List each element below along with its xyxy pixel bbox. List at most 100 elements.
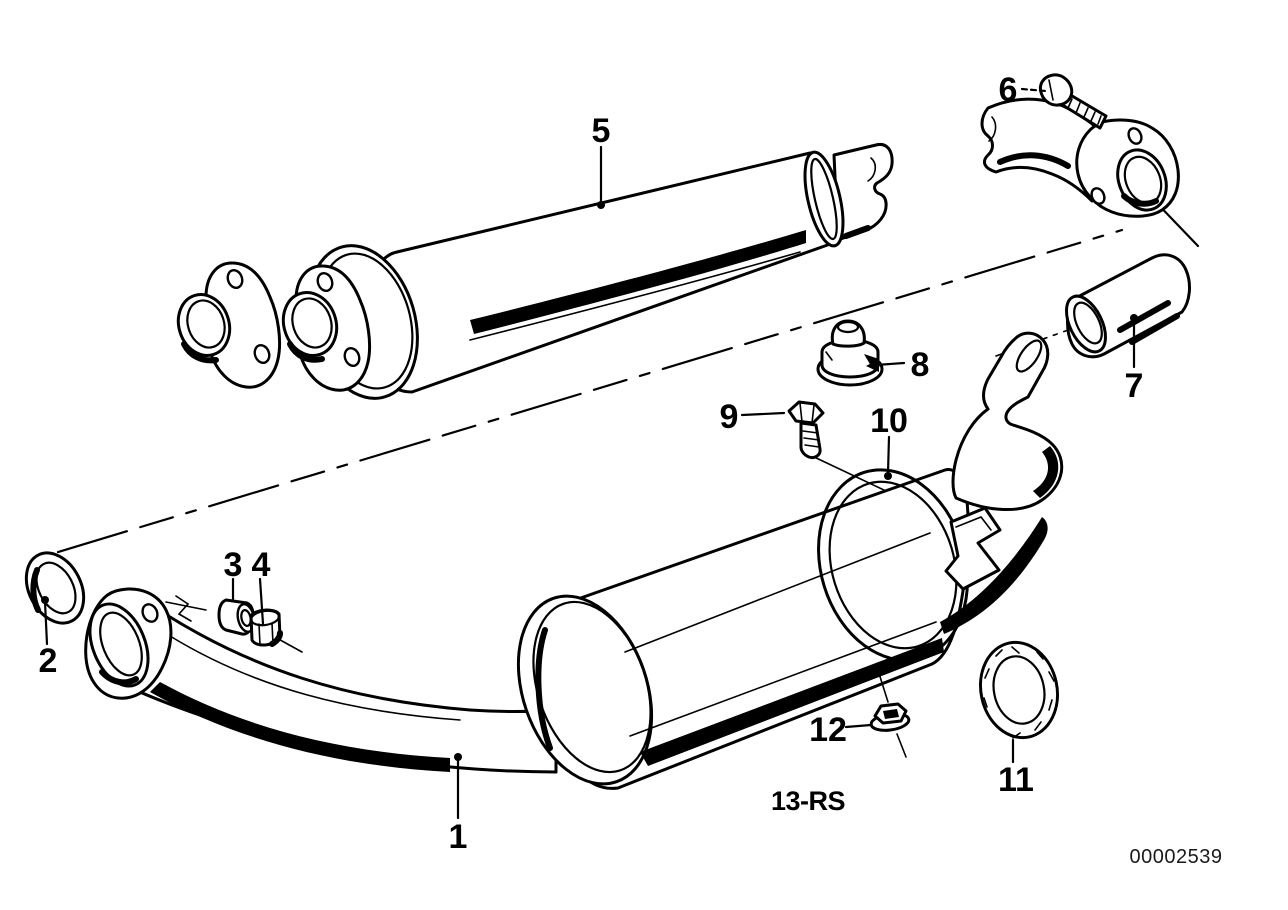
sleeve-inner-shading bbox=[1117, 300, 1180, 345]
leader-line bbox=[43, 600, 49, 646]
callout-label-7[interactable]: 7 bbox=[1125, 367, 1144, 405]
callout-label-8[interactable]: 8 bbox=[911, 346, 930, 384]
s-pipe-body bbox=[951, 331, 1064, 511]
sleeve-opening-inner bbox=[1073, 301, 1103, 345]
s-pipe-shading bbox=[1033, 446, 1059, 498]
front-pipe-shading bbox=[150, 682, 450, 772]
gasket-ring-11 bbox=[979, 640, 1059, 740]
flange-bolt-hole bbox=[316, 272, 334, 292]
gasket-ring-2-inner bbox=[35, 561, 77, 615]
rubber-mounting-8 bbox=[816, 319, 884, 387]
sleeve-opening-outer bbox=[1065, 294, 1107, 354]
mouth-shadow bbox=[181, 341, 219, 364]
inlet-pipe-mouth-inner bbox=[186, 299, 226, 349]
callout-11: 11 bbox=[998, 738, 1034, 799]
callout-label-1[interactable]: 1 bbox=[449, 818, 468, 856]
callout-2: 2 bbox=[39, 596, 58, 680]
leader-line bbox=[886, 435, 891, 475]
flange-bolt-hole bbox=[343, 347, 361, 367]
leader-line bbox=[258, 577, 265, 626]
bolt-head bbox=[1038, 73, 1074, 107]
variant-code-label: 13-RS bbox=[771, 786, 845, 816]
flange-bolt-hole bbox=[1127, 127, 1143, 145]
connecting-sleeve-7 bbox=[1065, 253, 1191, 359]
callout-label-6[interactable]: 6 bbox=[999, 71, 1018, 109]
silencer-collar-outer bbox=[803, 150, 845, 248]
ring-stipple bbox=[983, 646, 1055, 739]
inlet-pipe-mouth-outer bbox=[281, 291, 339, 357]
clamp-bracket-inner bbox=[955, 516, 992, 531]
tail-pipe-shading bbox=[997, 152, 1071, 169]
hex-nut-4 bbox=[249, 608, 283, 647]
silencer-outlet-stub bbox=[832, 142, 894, 242]
callout-6: 6 bbox=[999, 71, 1048, 109]
s-pipe bbox=[951, 331, 1064, 511]
leader-dot bbox=[597, 201, 605, 209]
callout-label-4[interactable]: 4 bbox=[252, 546, 271, 584]
bolt-head-slot bbox=[1048, 79, 1054, 101]
gasket-ring-2-shade bbox=[30, 567, 41, 613]
leader-dot bbox=[41, 596, 49, 604]
clamp-band-10 bbox=[817, 468, 1002, 662]
mount-shadow-wedge bbox=[864, 354, 879, 366]
captions: 13-RS 00002539 bbox=[771, 786, 1223, 868]
callout-label-3[interactable]: 3 bbox=[224, 546, 243, 584]
flange-nut-12 bbox=[869, 666, 911, 758]
front-tail-pipe bbox=[980, 73, 1180, 218]
inlet-flange-right bbox=[281, 264, 372, 392]
stub-break-curl bbox=[867, 157, 877, 182]
mount-notch bbox=[825, 351, 833, 361]
ring-inner bbox=[992, 655, 1046, 725]
stud-break-zigzag bbox=[175, 595, 192, 622]
drawing-number: 00002539 bbox=[1130, 846, 1223, 868]
callout-9: 9 bbox=[720, 398, 786, 436]
nut-dark-center bbox=[883, 709, 899, 719]
bolt-threads bbox=[802, 430, 820, 448]
callout-8: 8 bbox=[866, 346, 929, 384]
flange-bolt-hole bbox=[226, 269, 244, 289]
rear-silencer-assembly bbox=[516, 331, 1064, 790]
leader-line bbox=[740, 411, 786, 417]
collar-shadow bbox=[843, 225, 871, 239]
callouts: 1 2 3 4 5 6 7 bbox=[39, 71, 1144, 856]
leader-dot bbox=[884, 472, 892, 480]
leader-arrowhead bbox=[866, 359, 879, 372]
callout-7: 7 bbox=[1125, 314, 1144, 405]
perspective-dashed-line bbox=[33, 228, 1124, 561]
rear-cap-shadow bbox=[535, 627, 553, 751]
pipe-mouth-shadow bbox=[99, 669, 139, 686]
callout-label-5[interactable]: 5 bbox=[592, 112, 611, 150]
nut-pointer-lower bbox=[896, 733, 907, 758]
inlet-pipe-mouth-inner bbox=[291, 297, 333, 349]
opening-shadow bbox=[1121, 193, 1159, 207]
front-pipe-highlight bbox=[169, 635, 461, 721]
leader-line bbox=[844, 723, 873, 729]
callout-3: 3 bbox=[224, 546, 243, 603]
leader-dot bbox=[454, 753, 462, 761]
mount-knob bbox=[830, 319, 866, 348]
rear-body-shading bbox=[640, 638, 944, 766]
flange-bolt-hole bbox=[141, 603, 159, 623]
bolt-head bbox=[787, 400, 825, 425]
silencer-body-shading bbox=[470, 230, 806, 334]
bolt-threads bbox=[1067, 98, 1102, 125]
mount-knob-top bbox=[836, 320, 860, 334]
down-pipe-assembly bbox=[24, 551, 558, 774]
callout-label-12[interactable]: 12 bbox=[809, 711, 847, 749]
callout-label-11[interactable]: 11 bbox=[998, 761, 1034, 799]
rear-body-seam bbox=[629, 621, 937, 737]
leader-line-dashed bbox=[1020, 87, 1048, 93]
tail-pipe-break-curl bbox=[988, 116, 997, 142]
s-pipe-opening bbox=[1015, 339, 1043, 373]
pipe-mouth-inner bbox=[99, 611, 143, 677]
leader-line bbox=[874, 361, 906, 367]
ring-outer bbox=[979, 640, 1059, 740]
callout-1: 1 bbox=[449, 753, 468, 856]
flange-bolt-hole bbox=[253, 344, 271, 364]
bolt-head-facets bbox=[799, 402, 815, 424]
callout-label-9[interactable]: 9 bbox=[720, 398, 739, 436]
callout-label-10[interactable]: 10 bbox=[870, 402, 908, 440]
callout-label-2[interactable]: 2 bbox=[39, 642, 58, 680]
